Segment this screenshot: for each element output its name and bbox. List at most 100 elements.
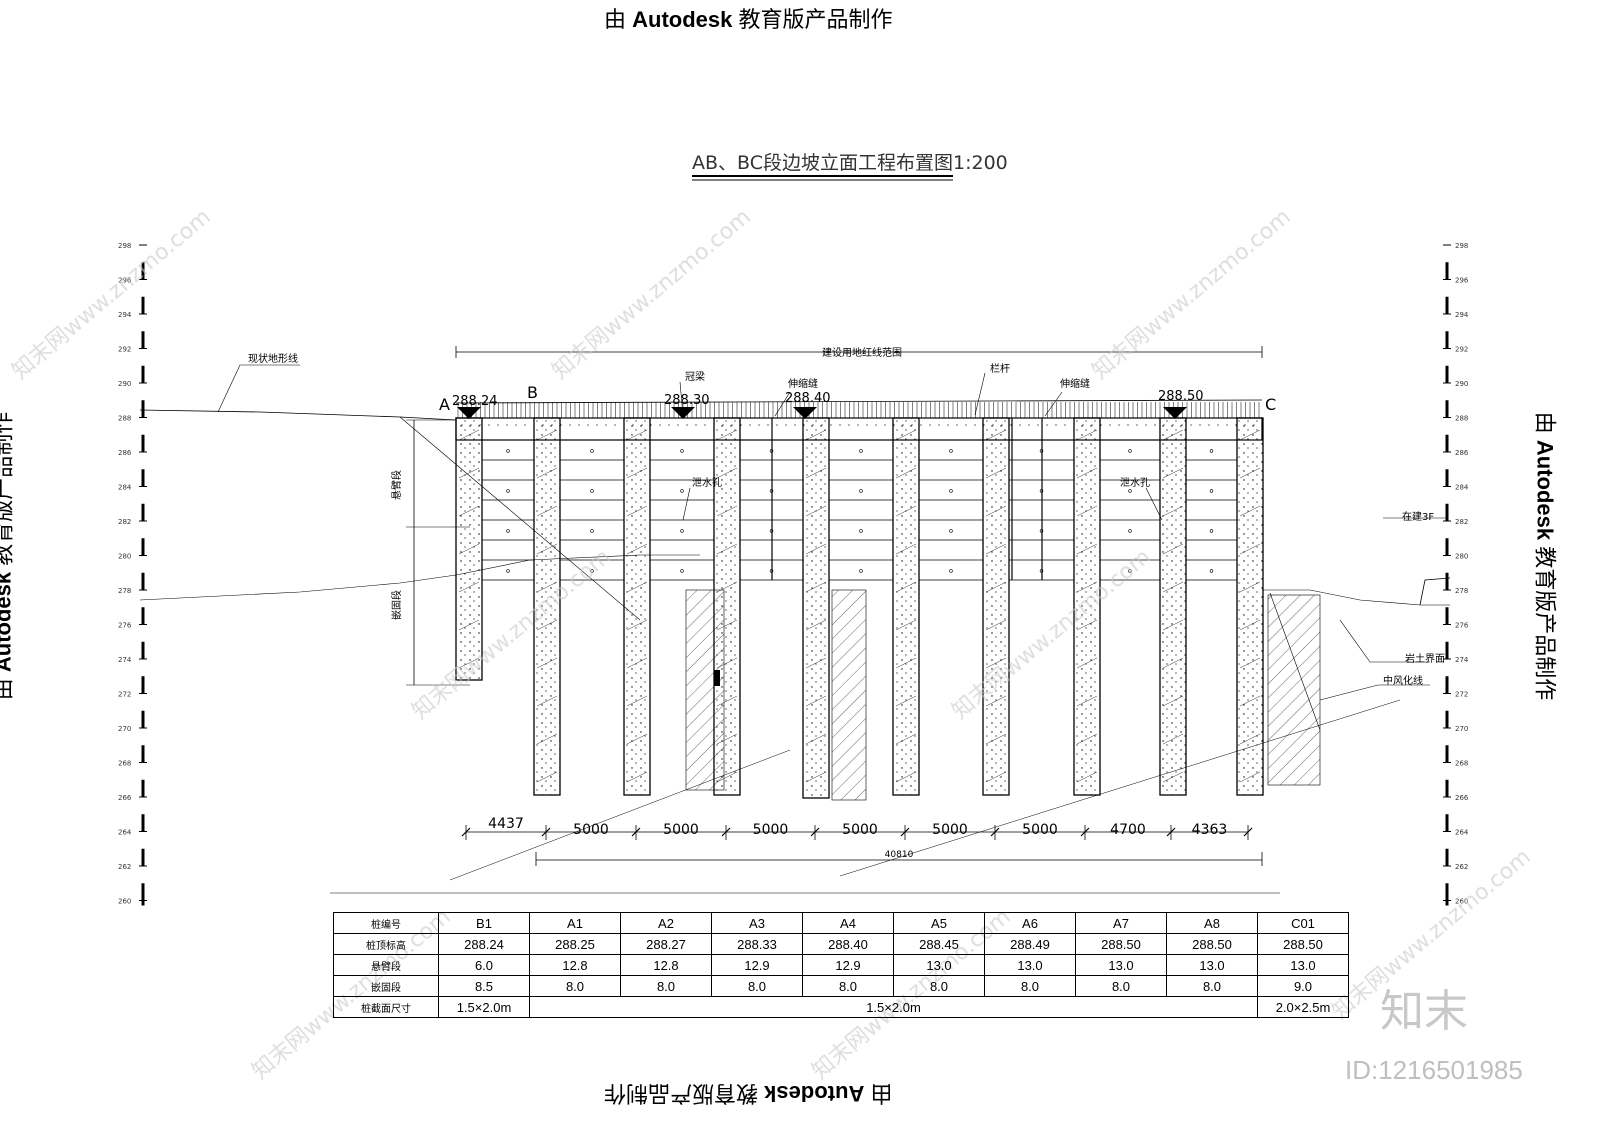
scale-tick-label: 292 bbox=[1455, 346, 1468, 354]
beam-aggregate bbox=[794, 424, 796, 426]
beam-aggregate bbox=[1199, 424, 1201, 426]
table-cell: 8.0 bbox=[1075, 975, 1167, 997]
table-cell: 288.24 bbox=[438, 933, 530, 955]
building-ground bbox=[1419, 577, 1451, 606]
drain-hole bbox=[1128, 529, 1132, 533]
scale-tick-label: 296 bbox=[1455, 277, 1469, 285]
beam-aggregate bbox=[1154, 424, 1156, 426]
scale-segment bbox=[1445, 797, 1449, 815]
beam-aggregate bbox=[938, 424, 940, 426]
drain-hole bbox=[680, 569, 684, 573]
table-cell: 1.5×2.0m bbox=[438, 996, 530, 1018]
scale-segment bbox=[141, 728, 145, 746]
pile-hatch bbox=[458, 429, 480, 441]
label-boundary: 建设用地红线范围 bbox=[822, 346, 902, 359]
pile-hatch bbox=[805, 505, 827, 517]
pile-hatch bbox=[536, 771, 558, 783]
scale-tick-label: 294 bbox=[118, 311, 132, 319]
pile-hatch bbox=[1239, 771, 1261, 783]
watermark-text: 知末网www.znzmo.com bbox=[1088, 204, 1296, 384]
drain-hole bbox=[949, 489, 953, 493]
scale-segment bbox=[141, 797, 145, 815]
pile-hatch bbox=[895, 619, 917, 631]
table-cell: 8.0 bbox=[893, 975, 985, 997]
drain-hole bbox=[506, 569, 510, 573]
drain-hole bbox=[1209, 489, 1214, 493]
pile-hatch bbox=[1239, 733, 1261, 745]
scale-tick-label: 272 bbox=[1455, 691, 1468, 699]
drain-hole bbox=[590, 529, 594, 533]
pile-hatch bbox=[1162, 771, 1184, 783]
pile-hatch bbox=[895, 695, 917, 707]
scale-segment bbox=[1445, 486, 1449, 504]
table-cell: A2 bbox=[620, 912, 712, 934]
drain-hole bbox=[590, 569, 594, 573]
pile-hatch bbox=[626, 581, 648, 593]
pile-hatch bbox=[1162, 733, 1184, 745]
drain-hole bbox=[680, 529, 684, 533]
table-cell: 13.0 bbox=[984, 954, 1076, 976]
dim-slash bbox=[631, 827, 641, 837]
table-row-label: 悬臂段 bbox=[333, 954, 439, 976]
table-cell: 桩截面尺寸 bbox=[333, 996, 439, 1018]
beam-aggregate bbox=[605, 424, 607, 426]
pile-2 bbox=[533, 417, 561, 796]
pile-hatch bbox=[1162, 543, 1184, 555]
beam-aggregate bbox=[1037, 424, 1039, 426]
scale-segment bbox=[1445, 590, 1449, 608]
scale-segment bbox=[1445, 383, 1449, 401]
pile-hatch bbox=[1162, 695, 1184, 707]
pile-hatch bbox=[536, 581, 558, 593]
pile-hatch bbox=[458, 543, 480, 555]
dim-slash bbox=[461, 827, 471, 837]
beam-aggregate bbox=[884, 424, 886, 426]
pile-hatch bbox=[985, 695, 1007, 707]
table-cell: 6.0 bbox=[438, 954, 530, 976]
elev-label-4: 288.50 bbox=[1158, 389, 1204, 404]
scale-tick-label: 260 bbox=[118, 898, 131, 906]
pile-hatch bbox=[536, 543, 558, 555]
span-label: 5000 bbox=[663, 822, 699, 838]
table-cell: 288.33 bbox=[711, 933, 803, 955]
drain-hole bbox=[590, 449, 594, 453]
table-cell: 8.0 bbox=[529, 975, 621, 997]
pile-hatch bbox=[805, 771, 827, 783]
pile-hatch bbox=[626, 619, 648, 631]
table-cell: 13.0 bbox=[1257, 954, 1349, 976]
scale-tick-label: 292 bbox=[118, 346, 131, 354]
pile-hatch bbox=[458, 581, 480, 593]
scale-tick-label: 290 bbox=[1455, 380, 1468, 388]
beam-aggregate bbox=[668, 424, 670, 426]
pile-hatch bbox=[1239, 695, 1261, 707]
drawing-title: AB、BC段边坡立面工程布置图1:200 bbox=[692, 152, 1008, 174]
scale-tick-label: 270 bbox=[118, 725, 131, 733]
scale-segment bbox=[141, 590, 145, 608]
pile-hatch bbox=[1162, 619, 1184, 631]
autodesk-stamp-top: 由 Autodesk 教育版产品制作 bbox=[604, 7, 893, 32]
scale-segment bbox=[141, 866, 145, 884]
railing bbox=[455, 399, 1263, 418]
beam-aggregate bbox=[1109, 424, 1111, 426]
scale-segment bbox=[1445, 452, 1449, 470]
pile-hatch bbox=[626, 467, 648, 479]
beam-aggregate bbox=[497, 424, 499, 426]
pile-hatch bbox=[895, 581, 917, 593]
beam-aggregate bbox=[974, 424, 976, 426]
watermark-text: 知末网www.znzmo.com bbox=[548, 204, 756, 384]
pile-hatch bbox=[985, 429, 1007, 441]
scale-segment bbox=[1445, 555, 1449, 573]
pile-hatch bbox=[626, 657, 648, 669]
dim-slash bbox=[810, 827, 820, 837]
beam-aggregate bbox=[1217, 424, 1219, 426]
elev-label-2: 288.30 bbox=[664, 393, 710, 408]
table-cell: 12.9 bbox=[802, 954, 894, 976]
hatch-zone-2 bbox=[831, 589, 867, 801]
drain-hole bbox=[506, 489, 510, 493]
scale-segment bbox=[1445, 348, 1449, 366]
beam-aggregate bbox=[857, 424, 859, 426]
pile-8 bbox=[1073, 417, 1101, 796]
scale-tick-label: 266 bbox=[118, 794, 132, 802]
scale-segment bbox=[141, 314, 145, 332]
